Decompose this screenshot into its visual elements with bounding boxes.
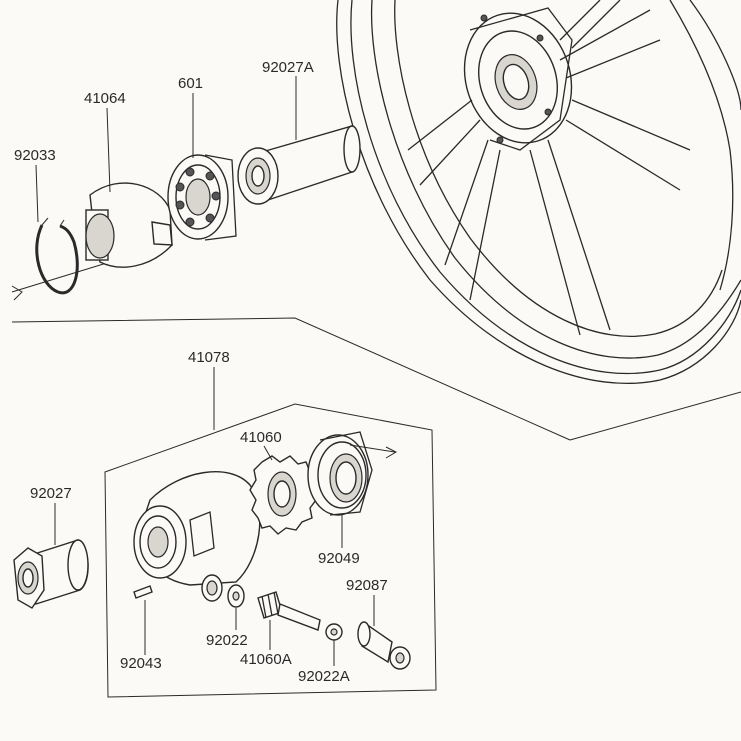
washer-92022 <box>227 584 245 608</box>
collar-92027 <box>13 539 89 609</box>
cast-wheel <box>336 0 741 384</box>
label-601: 601 <box>178 75 203 92</box>
label-41064: 41064 <box>84 90 126 107</box>
bearing-601 <box>167 154 237 241</box>
pin-92043 <box>133 585 153 599</box>
label-92049: 92049 <box>318 550 360 567</box>
gearbox-housing <box>133 471 261 602</box>
leader-lines <box>35 76 375 666</box>
label-92033: 92033 <box>14 147 56 164</box>
circlip-92033 <box>35 217 79 295</box>
label-41060A: 41060A <box>240 651 292 668</box>
gear-41060 <box>249 455 317 535</box>
wheel-hub <box>463 7 573 151</box>
label-92043: 92043 <box>120 655 162 672</box>
wheel-spokes <box>407 0 691 336</box>
plate-41064 <box>85 182 173 268</box>
part-labels: 92027A 601 41064 92033 41078 41060 92027… <box>14 59 388 685</box>
bushing-92087 <box>357 621 411 670</box>
oil-seal-92049 <box>307 431 398 516</box>
label-92022A: 92022A <box>298 668 350 685</box>
label-92027: 92027 <box>30 485 72 502</box>
washer-92022A <box>325 623 343 641</box>
label-41060: 41060 <box>240 429 282 446</box>
label-92027A: 92027A <box>262 59 314 76</box>
label-92022: 92022 <box>206 632 248 649</box>
label-92087: 92087 <box>346 577 388 594</box>
assembly-box-41078 <box>104 403 437 698</box>
axis-lines <box>11 261 741 441</box>
label-41078: 41078 <box>188 349 230 366</box>
sleeve-92027A <box>237 125 361 205</box>
pinion-shaft-41060A <box>257 591 321 631</box>
